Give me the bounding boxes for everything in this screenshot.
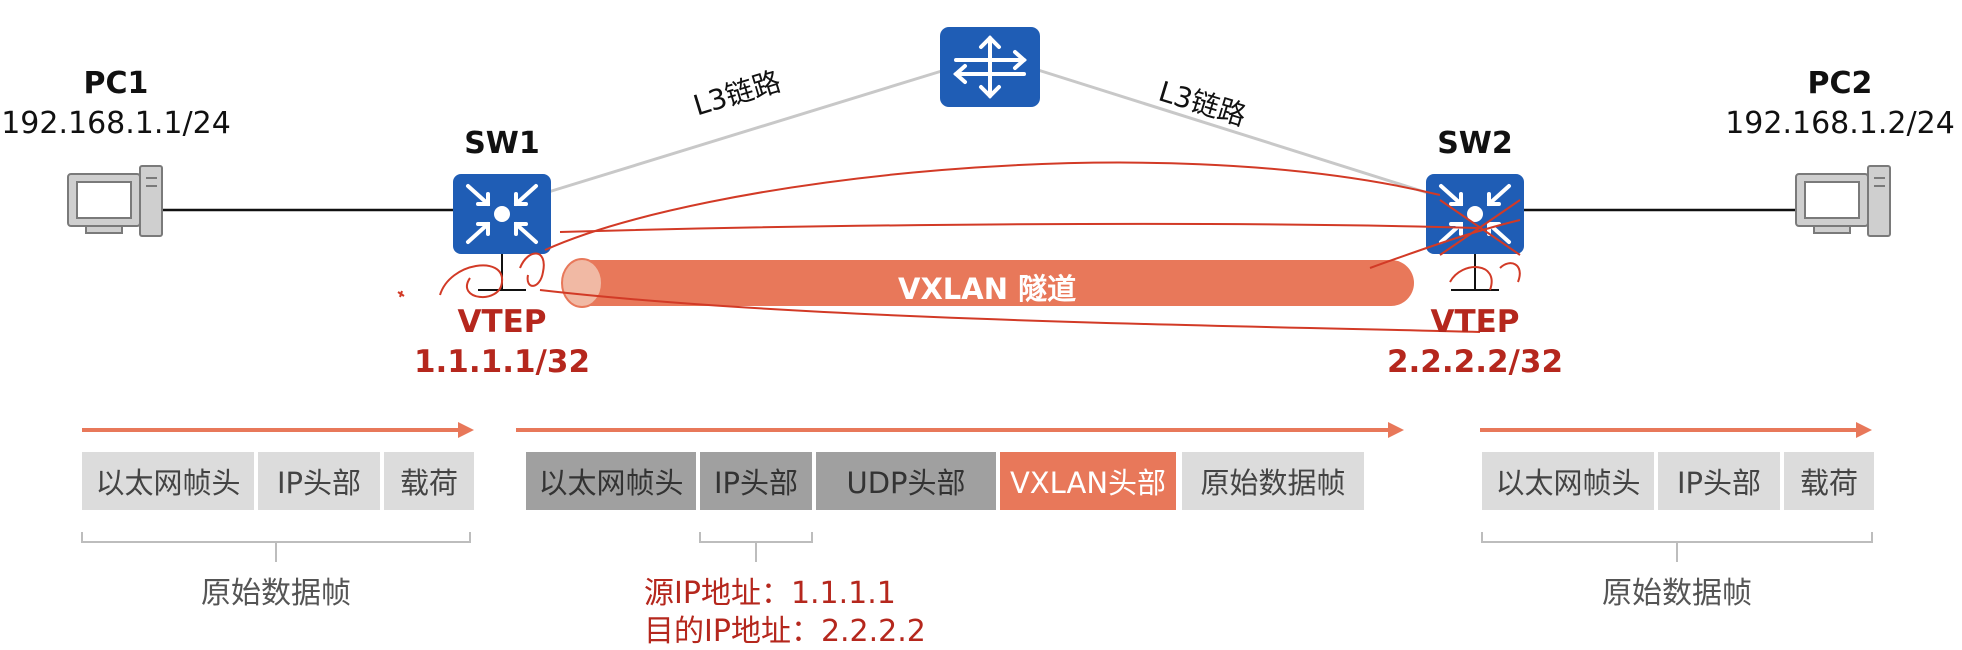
l3-link-left (544, 68, 946, 195)
frame-mid-eth: 以太网帧头 (526, 452, 696, 510)
frame-left-payload: 载荷 (384, 452, 474, 510)
sw2-name: SW2 (1437, 126, 1513, 161)
vxlan-tunnel-label: VXLAN 隧道 (898, 272, 1077, 306)
brace-label-right: 原始数据帧 (1602, 576, 1752, 611)
frame-mid-ip: IP头部 (700, 452, 812, 510)
handwritten-annotation (397, 161, 1521, 333)
frame-left-ip: IP头部 (258, 452, 380, 510)
dst-ip-note: 目的IP地址：2.2.2.2 (644, 614, 926, 649)
l3-link-right (1037, 68, 1429, 195)
frame-right-payload: 载荷 (1784, 452, 1874, 510)
arrow-icon (1480, 422, 1872, 438)
pc-icon (1795, 165, 1891, 237)
frame-mid-udp: UDP头部 (816, 452, 996, 510)
vtep-label-sw1: VTEP (457, 304, 547, 340)
vtep-label-sw2: VTEP (1430, 304, 1520, 340)
pc2-ip: 192.168.1.2/24 (1725, 106, 1955, 141)
brace-label-left: 原始数据帧 (201, 576, 351, 611)
frame-right-ip: IP头部 (1658, 452, 1780, 510)
frame-left-eth: 以太网帧头 (82, 452, 254, 510)
router-icon (940, 27, 1040, 107)
switch-icon (1426, 174, 1524, 254)
pc1-ip: 192.168.1.1/24 (1, 106, 231, 141)
switch-icon (453, 174, 551, 254)
sw1-name: SW1 (464, 126, 540, 161)
brace-right (1481, 532, 1873, 562)
pc-icon (67, 165, 163, 237)
frame-right-eth: 以太网帧头 (1482, 452, 1654, 510)
brace-left (81, 532, 471, 562)
vtep-ip-sw1: 1.1.1.1/32 (413, 344, 591, 380)
pc2-name: PC2 (1807, 66, 1873, 101)
arrow-icon (82, 422, 474, 438)
src-ip-note: 源IP地址：1.1.1.1 (644, 576, 896, 611)
frame-mid-vxlan: VXLAN头部 (1000, 452, 1176, 510)
frame-mid-original: 原始数据帧 (1182, 452, 1364, 510)
arrow-icon (516, 422, 1404, 438)
vtep-ip-sw2: 2.2.2.2/32 (1386, 344, 1564, 380)
pc1-name: PC1 (83, 66, 149, 101)
brace-ip-header (699, 532, 813, 562)
